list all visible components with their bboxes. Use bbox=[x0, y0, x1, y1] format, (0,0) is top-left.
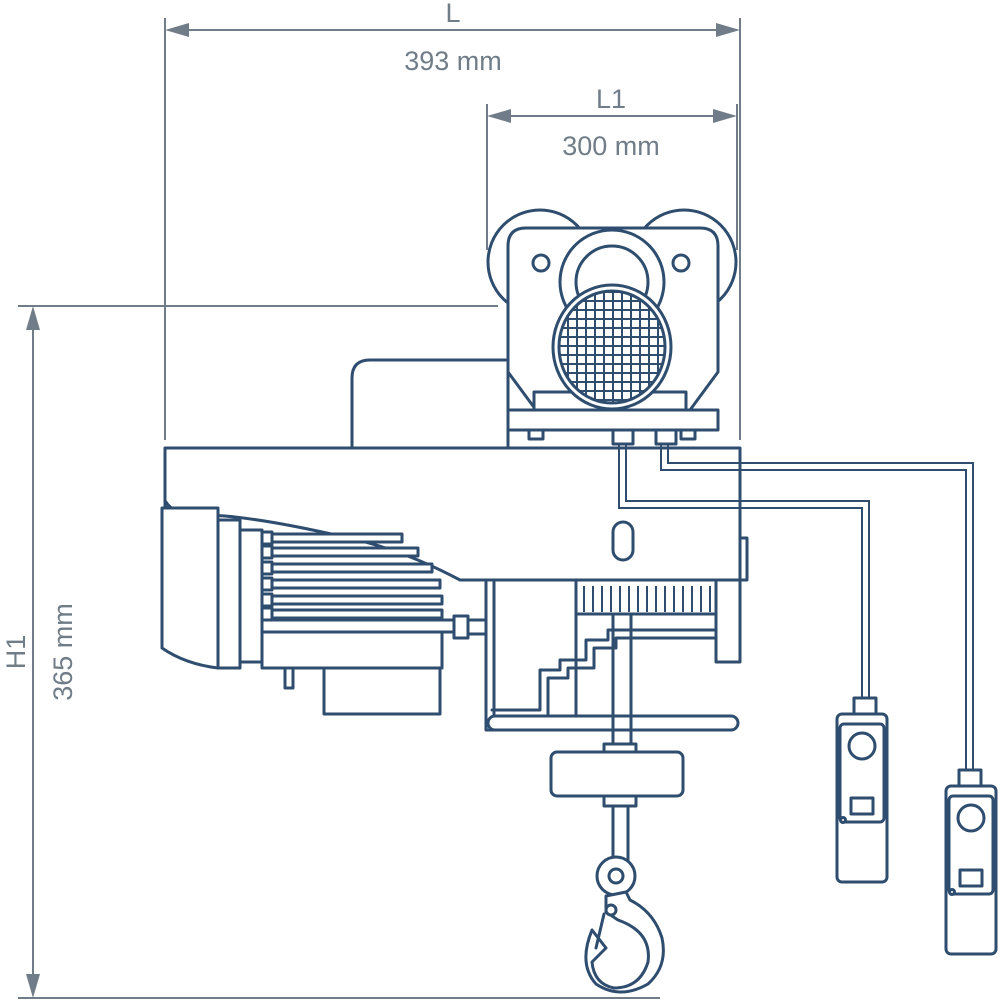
cable-2-outer bbox=[660, 444, 967, 772]
cables bbox=[618, 444, 974, 772]
motor-end-ring bbox=[216, 518, 242, 670]
motor-end-collar bbox=[238, 528, 264, 664]
pendant-1-up-button[interactable] bbox=[847, 731, 877, 761]
gearbox-frame bbox=[492, 578, 578, 732]
dimension-l1-arrow-left bbox=[487, 109, 511, 123]
hook-assembly bbox=[549, 612, 685, 994]
motor-fin bbox=[260, 594, 444, 606]
motor-base bbox=[260, 630, 444, 670]
pendant-2-indicator bbox=[948, 888, 956, 896]
hook bbox=[584, 890, 665, 994]
pendant-2-up-button[interactable] bbox=[956, 803, 986, 833]
rope-guide-inner bbox=[490, 636, 718, 720]
motor-fin bbox=[260, 546, 420, 558]
motor-lower-box bbox=[322, 666, 442, 716]
pendant-2-label-plate bbox=[958, 868, 984, 888]
pendant-control-2[interactable] bbox=[944, 768, 998, 956]
dimension-l1-value: 300 mm bbox=[562, 131, 660, 161]
pendant-1-strain-relief bbox=[852, 696, 878, 716]
block-bottom-cap bbox=[602, 794, 638, 808]
cable-1-inner bbox=[625, 444, 870, 700]
beam-slot bbox=[611, 520, 635, 562]
dimension-l1-arrow-right bbox=[713, 109, 737, 123]
motor-fin bbox=[260, 532, 404, 544]
cable-2-inner bbox=[667, 444, 974, 772]
pendant-1-label-plate bbox=[849, 796, 875, 816]
trolley-bolt-left bbox=[531, 253, 551, 273]
drum-end-plate bbox=[714, 578, 742, 664]
dimension-l-arrow-left bbox=[165, 23, 189, 37]
coupling-outer bbox=[452, 614, 470, 640]
dimension-l-value: 393 mm bbox=[404, 46, 502, 76]
pendant-2-panel bbox=[947, 794, 995, 896]
dimension-l: L 393 mm bbox=[164, 0, 741, 440]
motor-pin bbox=[283, 666, 295, 690]
cable-gland-2 bbox=[654, 428, 678, 446]
dimension-h1-arrow-bottom bbox=[26, 974, 40, 998]
motor-fin bbox=[260, 608, 444, 620]
hook-swivel bbox=[595, 855, 637, 897]
rope-drum-windings bbox=[583, 586, 711, 612]
hook-latch bbox=[594, 912, 606, 950]
dimension-l-arrow-right bbox=[716, 23, 740, 37]
hoist-body bbox=[160, 358, 749, 732]
motor-fin bbox=[260, 578, 442, 590]
dimension-l1: L1 300 mm bbox=[486, 84, 738, 250]
rope-guide-outer bbox=[490, 628, 718, 712]
dimension-h1-value: 365 mm bbox=[48, 603, 78, 701]
dimension-l-label: L bbox=[445, 0, 460, 28]
motor-end-cap bbox=[160, 506, 220, 670]
dimension-h1-arrow-top bbox=[26, 306, 40, 330]
trolley-foot-right bbox=[679, 428, 697, 441]
hook-swivel-pin bbox=[607, 867, 625, 885]
motor-fin-clip bbox=[260, 530, 274, 546]
pendant-control-1[interactable] bbox=[835, 696, 889, 884]
dimension-l1-label: L1 bbox=[596, 84, 626, 114]
lifting-bracket bbox=[350, 358, 510, 450]
beam-end-cap bbox=[738, 536, 749, 582]
dimension-h1: H1 365 mm bbox=[1, 305, 660, 999]
pendant-1-indicator bbox=[839, 816, 847, 824]
coupling-inner bbox=[466, 618, 488, 636]
pendant-1-panel bbox=[838, 722, 886, 824]
trolley-bolt-right bbox=[671, 253, 691, 273]
cable-gland-1 bbox=[611, 428, 635, 446]
trolley bbox=[486, 208, 738, 446]
motor-flange bbox=[260, 618, 456, 634]
motor-fin bbox=[260, 562, 434, 574]
motor-fins bbox=[260, 530, 444, 622]
trolley-base bbox=[504, 408, 720, 432]
motor-fin-clip bbox=[260, 544, 274, 560]
dimension-h1-label: H1 bbox=[1, 635, 31, 670]
cable-1-outer bbox=[618, 444, 863, 700]
pendant-2-strain-relief bbox=[957, 768, 983, 788]
motor-fin-clip bbox=[260, 560, 274, 576]
motor-fin-clip bbox=[260, 576, 274, 592]
motor-fin-clip bbox=[260, 592, 274, 608]
trolley-foot-left bbox=[527, 428, 545, 441]
hook-latch-pin bbox=[604, 903, 618, 917]
motor-fin-clip bbox=[260, 606, 274, 622]
pulley-block bbox=[549, 750, 685, 798]
